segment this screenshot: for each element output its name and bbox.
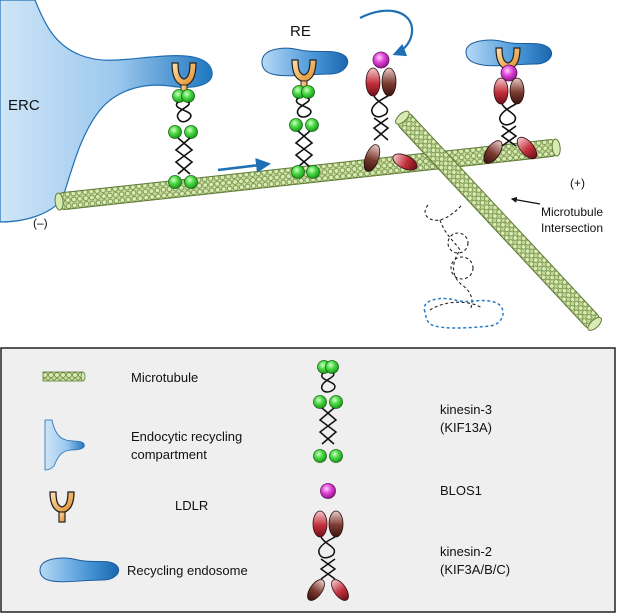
legend-ldlr-icon <box>49 491 75 523</box>
re-label: RE <box>290 23 311 40</box>
intersection-label-line2: Intersection <box>541 221 603 235</box>
kinesin3-motor-2 <box>289 59 320 179</box>
erc-label: ERC <box>8 97 40 114</box>
main-diagram: ERC <box>0 0 603 331</box>
legend-recycling-endosome-label: Recycling endosome <box>127 563 248 578</box>
ghost-motor-dashed <box>424 204 483 311</box>
legend-ldlr-label: LDLR <box>175 498 208 513</box>
legend-kinesin2-label-line2: (KIF3A/B/C) <box>440 562 510 577</box>
kinesin2-motor-1 <box>363 51 418 172</box>
minus-end-label: (–) <box>33 216 48 230</box>
legend-kinesin3-label-line2: (KIF13A) <box>440 420 492 435</box>
legend-kinesin2-label-line1: kinesin-2 <box>440 544 492 559</box>
intersection-label-line1: Microtubule <box>541 205 603 219</box>
legend-microtubule-label: Microtubule <box>131 370 198 385</box>
legend-blos1-icon <box>320 483 336 499</box>
ghost-endosome-dashed <box>423 297 504 329</box>
recycling-endosome-3 <box>465 39 553 67</box>
legend-erc-label-line2: compartment <box>131 447 207 462</box>
legend-microtubule-icon <box>42 371 86 382</box>
switch-arrow <box>359 9 414 57</box>
kinesin2-motor-2 <box>483 47 538 164</box>
legend-kinesin3-icon <box>313 360 343 463</box>
kinesin3-motor-1 <box>168 62 198 189</box>
legend-kinesin2-icon <box>307 510 349 601</box>
plus-end-label: (+) <box>570 176 585 190</box>
legend-kinesin3-label-line1: kinesin-3 <box>440 402 492 417</box>
microtubule-diagonal <box>395 110 602 331</box>
legend-blos1-label: BLOS1 <box>440 483 482 498</box>
legend-box: Microtubule Endocytic recycling compartm… <box>0 347 616 613</box>
legend-erc-icon <box>44 419 85 471</box>
legend-recycling-endosome-icon <box>39 557 120 583</box>
recycling-endosome-2 <box>261 47 349 77</box>
legend-erc-label-line1: Endocytic recycling <box>131 429 242 444</box>
motion-arrow <box>217 157 271 173</box>
intersection-pointer <box>510 196 541 205</box>
